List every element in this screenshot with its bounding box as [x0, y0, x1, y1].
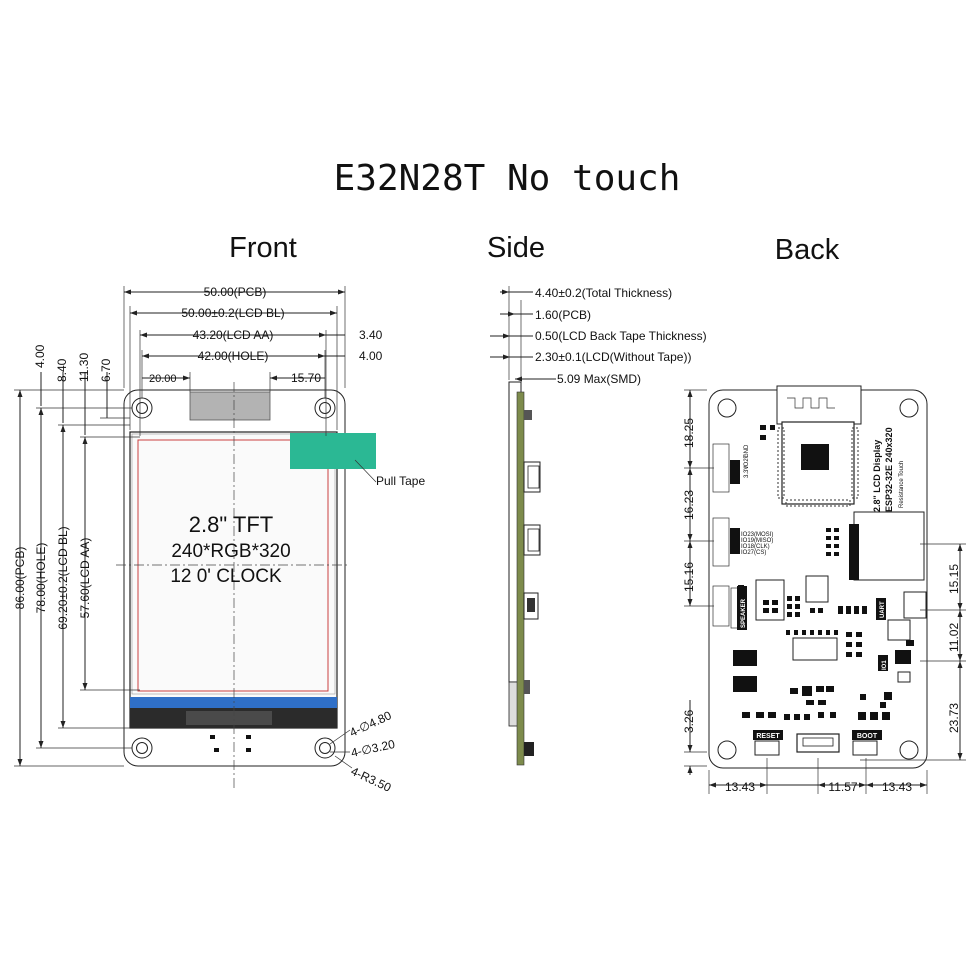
dim-smd-max: 5.09 Max(SMD)	[557, 372, 641, 386]
front-view: Pull Tape 2.8" TFT 240*RGB*320 12 0' CLO…	[13, 285, 425, 795]
dim-lcd-aa-height: 57.60(LCD AA)	[78, 538, 92, 619]
front-left-dimensions	[14, 372, 140, 767]
board-label-3: Resistance Touch	[899, 461, 905, 508]
dim-left-11-30: 11.30	[77, 353, 91, 382]
gpio-label: IO1	[882, 660, 888, 670]
board-label-2: ESP32-32E 240x320	[884, 427, 894, 512]
dim-15-70: 15.70	[291, 371, 321, 385]
back-dim-11-02: 11.02	[947, 623, 961, 652]
back-components	[738, 425, 914, 720]
back-dim-13-43-right: 13.43	[882, 780, 912, 794]
back-dim-15-16: 15.16	[682, 562, 696, 592]
back-right-dimensions	[860, 543, 966, 761]
front-top-dimensions	[123, 286, 346, 436]
view-title-back: Back	[775, 234, 840, 266]
usb-connector	[796, 733, 840, 753]
pin-label-2: IO27	[744, 454, 750, 468]
reset-label: RESET	[756, 733, 780, 740]
front-pcb-outline	[123, 389, 346, 767]
side-view	[490, 286, 556, 766]
back-left-dimensions	[684, 389, 714, 775]
boot-label: BOOT	[857, 733, 878, 740]
back-dim-13-43-left: 13.43	[725, 780, 755, 794]
front-lcd-active-area	[137, 439, 329, 692]
dim-pcb-thickness: 1.60(PCB)	[535, 308, 591, 322]
dim-lcd-bl-height: 69.20±0.2(LCD BL)	[56, 526, 70, 629]
back-bottom-dimensions	[708, 758, 928, 794]
view-title-front: Front	[229, 232, 297, 264]
lcd-size-label: 2.8" TFT	[189, 512, 273, 537]
lcd-orientation-label: 12 0' CLOCK	[170, 566, 282, 587]
back-dim-18-25: 18.25	[682, 418, 696, 448]
spi-label-1: IO23(MOSI)	[741, 532, 773, 538]
spi-label-3: IO18(CLK)	[741, 544, 770, 550]
front-fpc-strip	[130, 697, 337, 710]
page-title: E32N28T No touch	[334, 158, 681, 199]
dim-pcb-height: 86.00(PCB)	[13, 547, 27, 610]
board-label-1: 2.8" LCD Display	[872, 440, 882, 512]
sd-card-slot	[853, 511, 925, 581]
back-dim-15-15: 15.15	[947, 564, 961, 594]
dim-total-thickness: 4.40±0.2(Total Thickness)	[535, 286, 672, 300]
reset-button	[754, 740, 780, 756]
back-mounting-holes	[717, 398, 919, 760]
pull-tape	[290, 433, 376, 469]
dim-hole-height: 78.00(HOLE)	[34, 543, 48, 614]
dim-left-6-70: 6.70	[99, 358, 113, 382]
callout-hole-3-20: 4-∅3.20	[350, 737, 397, 760]
dim-3-40: 3.40	[359, 328, 383, 342]
dim-back-tape-thickness: 0.50(LCD Back Tape Thickness)	[535, 329, 707, 343]
lcd-resolution-label: 240*RGB*320	[171, 541, 290, 562]
back-dim-3-26: 3.26	[682, 709, 696, 733]
dim-lcd-aa-width: 43.20(LCD AA)	[193, 328, 274, 342]
dim-left-8-40: 8.40	[55, 358, 69, 382]
back-dim-16-23: 16.23	[682, 490, 696, 520]
spi-label-2: IO19(MISO)	[741, 538, 773, 544]
front-lcd-bl	[131, 433, 336, 695]
callout-radius-3-50: 4-R3.50	[349, 764, 394, 795]
uart-label: UART	[880, 601, 886, 618]
pin-label-3: GND	[744, 444, 750, 458]
dim-4-00: 4.00	[359, 349, 383, 363]
pull-tape-label: Pull Tape	[376, 474, 425, 488]
dim-lcd-bl-width: 50.00±0.2(LCD BL)	[181, 306, 284, 320]
side-pcb	[516, 391, 525, 766]
back-view: RESET BOOT 2.8" LCD Display ESP32-32E 24…	[682, 385, 966, 794]
speaker-label: SPEAKER	[741, 598, 747, 628]
back-dim-11-57: 11.57	[828, 780, 857, 794]
dim-lcd-thickness: 2.30±0.1(LCD(Without Tape))	[535, 350, 691, 364]
back-dim-23-73: 23.73	[947, 703, 961, 733]
esp32-module	[781, 421, 855, 505]
spi-label-4: IO27(CS)	[741, 550, 766, 556]
callout-hole-4-80: 4-∅4.80	[347, 708, 394, 740]
pin-label-1: 3.3V	[744, 466, 750, 478]
view-title-side: Side	[487, 232, 545, 264]
dim-hole-width: 42.00(HOLE)	[198, 349, 269, 363]
front-top-connector	[189, 391, 271, 421]
dim-20: 20.00	[149, 373, 177, 385]
dim-pcb-width: 50.00(PCB)	[204, 285, 267, 299]
dim-left-4-00: 4.00	[33, 344, 47, 368]
boot-button	[852, 740, 878, 756]
front-lcd-module	[129, 431, 338, 729]
